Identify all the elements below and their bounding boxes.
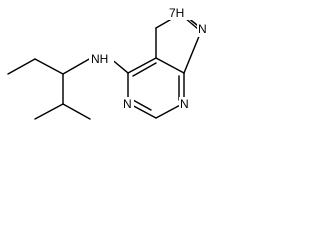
- 7h-label: 7H: [169, 6, 184, 20]
- ring-double-c6-c5: [132, 62, 157, 77]
- n3-label: N: [180, 97, 189, 111]
- chain-bond-to-ch: [34, 58, 64, 75]
- ring-double-c2-n1: [132, 99, 152, 111]
- nh-label: NH: [91, 52, 108, 66]
- methyl-bond-upper: [7, 58, 36, 75]
- n1-label: N: [123, 97, 132, 111]
- n9-label-background: [197, 22, 208, 37]
- methyl-bond-lower-left: [34, 103, 64, 120]
- n1-label-background: [122, 97, 134, 112]
- n3-label-background: [179, 97, 191, 112]
- ring-bond-c6-c5: [127, 57, 157, 74]
- nh-label-background: [89, 51, 114, 66]
- 7h-label-background: [168, 5, 193, 20]
- ring-bond-c5-c4: [155, 57, 185, 74]
- molecule-diagram: NH 7H N N N: [0, 0, 214, 130]
- methyl-bond-lower-right: [62, 103, 91, 120]
- amine-bond-left: [62, 57, 92, 75]
- n9-label: N: [198, 22, 207, 36]
- structure-svg: NH 7H N N N: [7, 5, 208, 120]
